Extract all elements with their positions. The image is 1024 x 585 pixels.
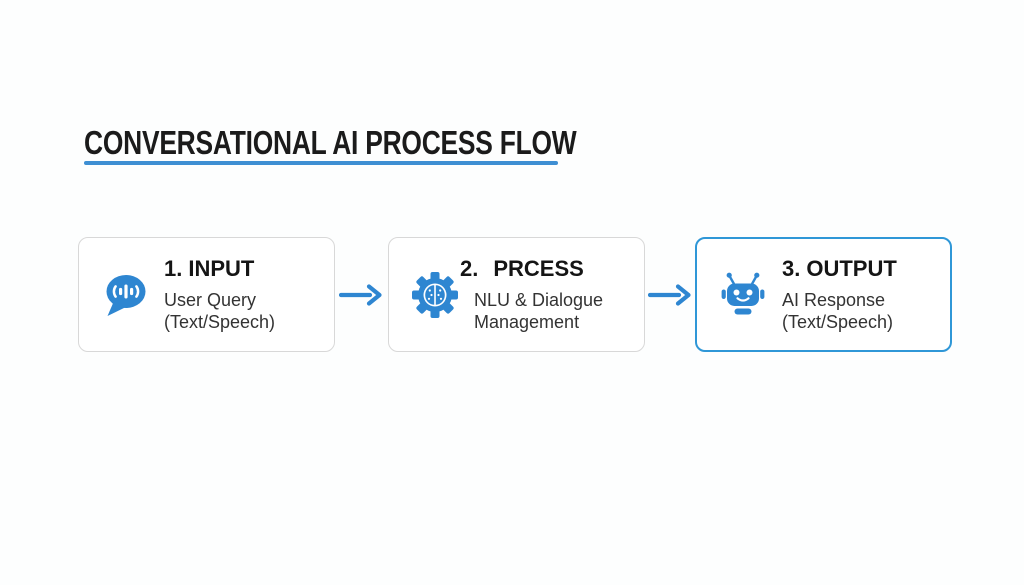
step-label: PRCESS	[493, 256, 584, 281]
step-text: 1.INPUT User Query (Text/Speech)	[164, 256, 275, 333]
speech-bubble-voice-icon	[106, 274, 146, 316]
step-card-output: 3.OUTPUT AI Response (Text/Speech)	[695, 237, 952, 352]
step-card-input: 1.INPUT User Query (Text/Speech)	[78, 237, 335, 352]
step-heading: 1.INPUT	[164, 256, 275, 282]
step-description-line2: (Text/Speech)	[782, 312, 894, 332]
step-description: NLU & Dialogue Management	[474, 289, 603, 333]
step-description-line1: NLU & Dialogue	[474, 290, 604, 310]
step-text: 2. PRCESS NLU & Dialogue Management	[460, 256, 603, 333]
step-heading: 3.OUTPUT	[782, 256, 897, 282]
step-heading: 2. PRCESS	[460, 256, 603, 282]
step-number: 3.	[782, 256, 801, 281]
robot-icon	[721, 272, 765, 314]
step-description: User Query (Text/Speech)	[164, 289, 275, 333]
step-description-line2: Management	[474, 312, 580, 332]
step-label: OUTPUT	[806, 256, 897, 281]
step-number: 1.	[164, 256, 183, 281]
step-description-line2: (Text/Speech)	[164, 312, 276, 332]
page-title: CONVERSATIONAL AI PROCESS FLOW	[84, 124, 577, 161]
step-description: AI Response (Text/Speech)	[782, 289, 897, 333]
step-card-process: 2. PRCESS NLU & Dialogue Management	[388, 237, 645, 352]
flow-arrow-icon	[648, 284, 691, 306]
title-underline	[84, 161, 558, 165]
gear-brain-icon	[412, 271, 458, 318]
step-description-line1: AI Response	[782, 290, 886, 310]
step-description-line1: User Query	[164, 290, 257, 310]
step-text: 3.OUTPUT AI Response (Text/Speech)	[782, 256, 897, 333]
step-label: INPUT	[188, 256, 255, 281]
flow-arrow-icon	[339, 284, 382, 306]
step-number: 2.	[460, 256, 479, 281]
